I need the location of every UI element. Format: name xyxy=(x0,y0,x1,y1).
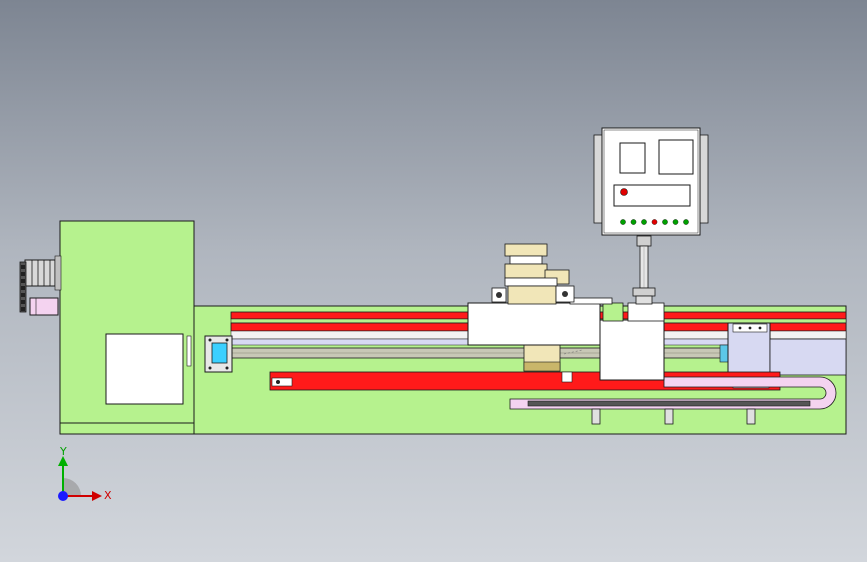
support-foot xyxy=(591,408,601,425)
right-bearing-block xyxy=(727,322,847,376)
indicator-led xyxy=(630,219,637,225)
axis-triad: Y X xyxy=(58,445,112,502)
headstock xyxy=(59,220,195,435)
control-strip xyxy=(613,184,691,207)
controller-post xyxy=(632,235,656,305)
indicator-led xyxy=(683,219,689,225)
indicator-led xyxy=(641,219,647,225)
headstock-access-panel xyxy=(105,333,184,405)
support-foot xyxy=(746,408,756,425)
support-foot xyxy=(664,408,674,425)
indicator-led xyxy=(662,219,668,225)
cable-chain xyxy=(509,376,837,410)
control-panel xyxy=(593,127,709,236)
indicator-led xyxy=(620,219,626,225)
emergency-stop-button[interactable] xyxy=(620,188,628,196)
display-screen-right xyxy=(658,139,694,175)
indicator-led-row xyxy=(620,219,689,225)
indicator-led xyxy=(672,219,679,225)
display-screen-left xyxy=(619,142,646,174)
indicator-led xyxy=(651,219,658,225)
axis-origin-z xyxy=(58,491,68,501)
spindle-pulley xyxy=(19,255,62,313)
axis-x-label: X xyxy=(104,489,112,502)
tool-holder xyxy=(491,243,575,305)
motor-coupling xyxy=(29,297,59,316)
axis-y-label: Y xyxy=(59,445,67,458)
left-bearing-block xyxy=(204,335,233,373)
